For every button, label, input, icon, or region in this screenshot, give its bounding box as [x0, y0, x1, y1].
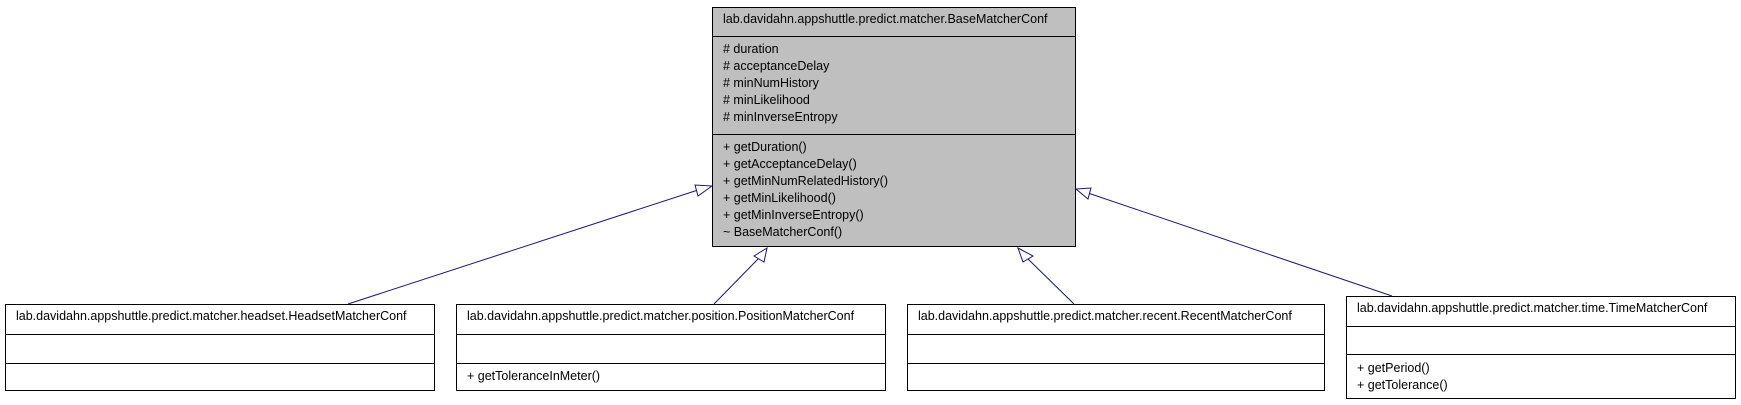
attribute-min-inverse-entropy: # minInverseEntropy — [723, 110, 838, 124]
base-class-operations: + getDuration() + getAcceptanceDelay() +… — [713, 134, 1075, 243]
attribute-acceptance-delay: # acceptanceDelay — [723, 59, 830, 73]
attribute-duration: # duration — [723, 42, 779, 56]
operation-get-period: + getPeriod() — [1357, 361, 1430, 375]
operation-get-duration: + getDuration() — [723, 140, 807, 154]
time-class-name: lab.davidahn.appshuttle.predict.matcher.… — [1357, 301, 1708, 315]
position-matcher-conf-class: lab.davidahn.appshuttle.predict.matcher.… — [456, 304, 886, 391]
edge-recent-to-base — [1026, 257, 1075, 305]
recent-class-operations — [908, 363, 1324, 390]
edge-time-to-base — [1087, 192, 1393, 297]
position-class-name: lab.davidahn.appshuttle.predict.matcher.… — [467, 309, 855, 323]
operation-get-tolerance: + getTolerance() — [1357, 378, 1448, 392]
operation-get-min-inverse-entropy: + getMinInverseEntropy() — [723, 208, 864, 222]
operation-get-min-likelihood: + getMinLikelihood() — [723, 191, 836, 205]
arrowhead-recent — [1017, 246, 1035, 263]
arrowhead-headset — [694, 184, 714, 197]
time-class-operations: + getPeriod() + getTolerance() — [1347, 354, 1735, 398]
base-class-attributes: # duration # acceptanceDelay # minNumHis… — [713, 36, 1075, 134]
arrowhead-time — [1074, 187, 1092, 200]
operation-constructor: ~ BaseMatcherConf() — [723, 225, 843, 239]
headset-class-attributes — [6, 334, 434, 363]
operation-get-tolerance-in-meter: + getToleranceInMeter() — [467, 369, 601, 383]
time-class-attributes — [1347, 326, 1735, 354]
base-class-name: lab.davidahn.appshuttle.predict.matcher.… — [723, 12, 1048, 26]
recent-class-attributes — [908, 334, 1324, 363]
operation-get-min-num-related-history: + getMinNumRelatedHistory() — [723, 174, 888, 188]
position-class-operations: + getToleranceInMeter() — [457, 363, 885, 390]
operation-get-acceptance-delay: + getAcceptanceDelay() — [723, 157, 857, 171]
headset-class-name: lab.davidahn.appshuttle.predict.matcher.… — [16, 309, 407, 323]
base-matcher-conf-class: lab.davidahn.appshuttle.predict.matcher.… — [712, 7, 1076, 247]
position-class-attributes — [457, 334, 885, 363]
headset-class-operations — [6, 363, 434, 390]
headset-matcher-conf-class: lab.davidahn.appshuttle.predict.matcher.… — [5, 304, 435, 391]
recent-class-name: lab.davidahn.appshuttle.predict.matcher.… — [918, 309, 1292, 323]
edge-position-to-base — [713, 257, 760, 305]
edge-headset-to-base — [347, 189, 699, 305]
attribute-min-likelihood: # minLikelihood — [723, 93, 810, 107]
recent-matcher-conf-class: lab.davidahn.appshuttle.predict.matcher.… — [907, 304, 1325, 391]
time-matcher-conf-class: lab.davidahn.appshuttle.predict.matcher.… — [1346, 296, 1736, 399]
attribute-min-num-history: # minNumHistory — [723, 76, 819, 90]
arrowhead-position — [753, 246, 768, 263]
